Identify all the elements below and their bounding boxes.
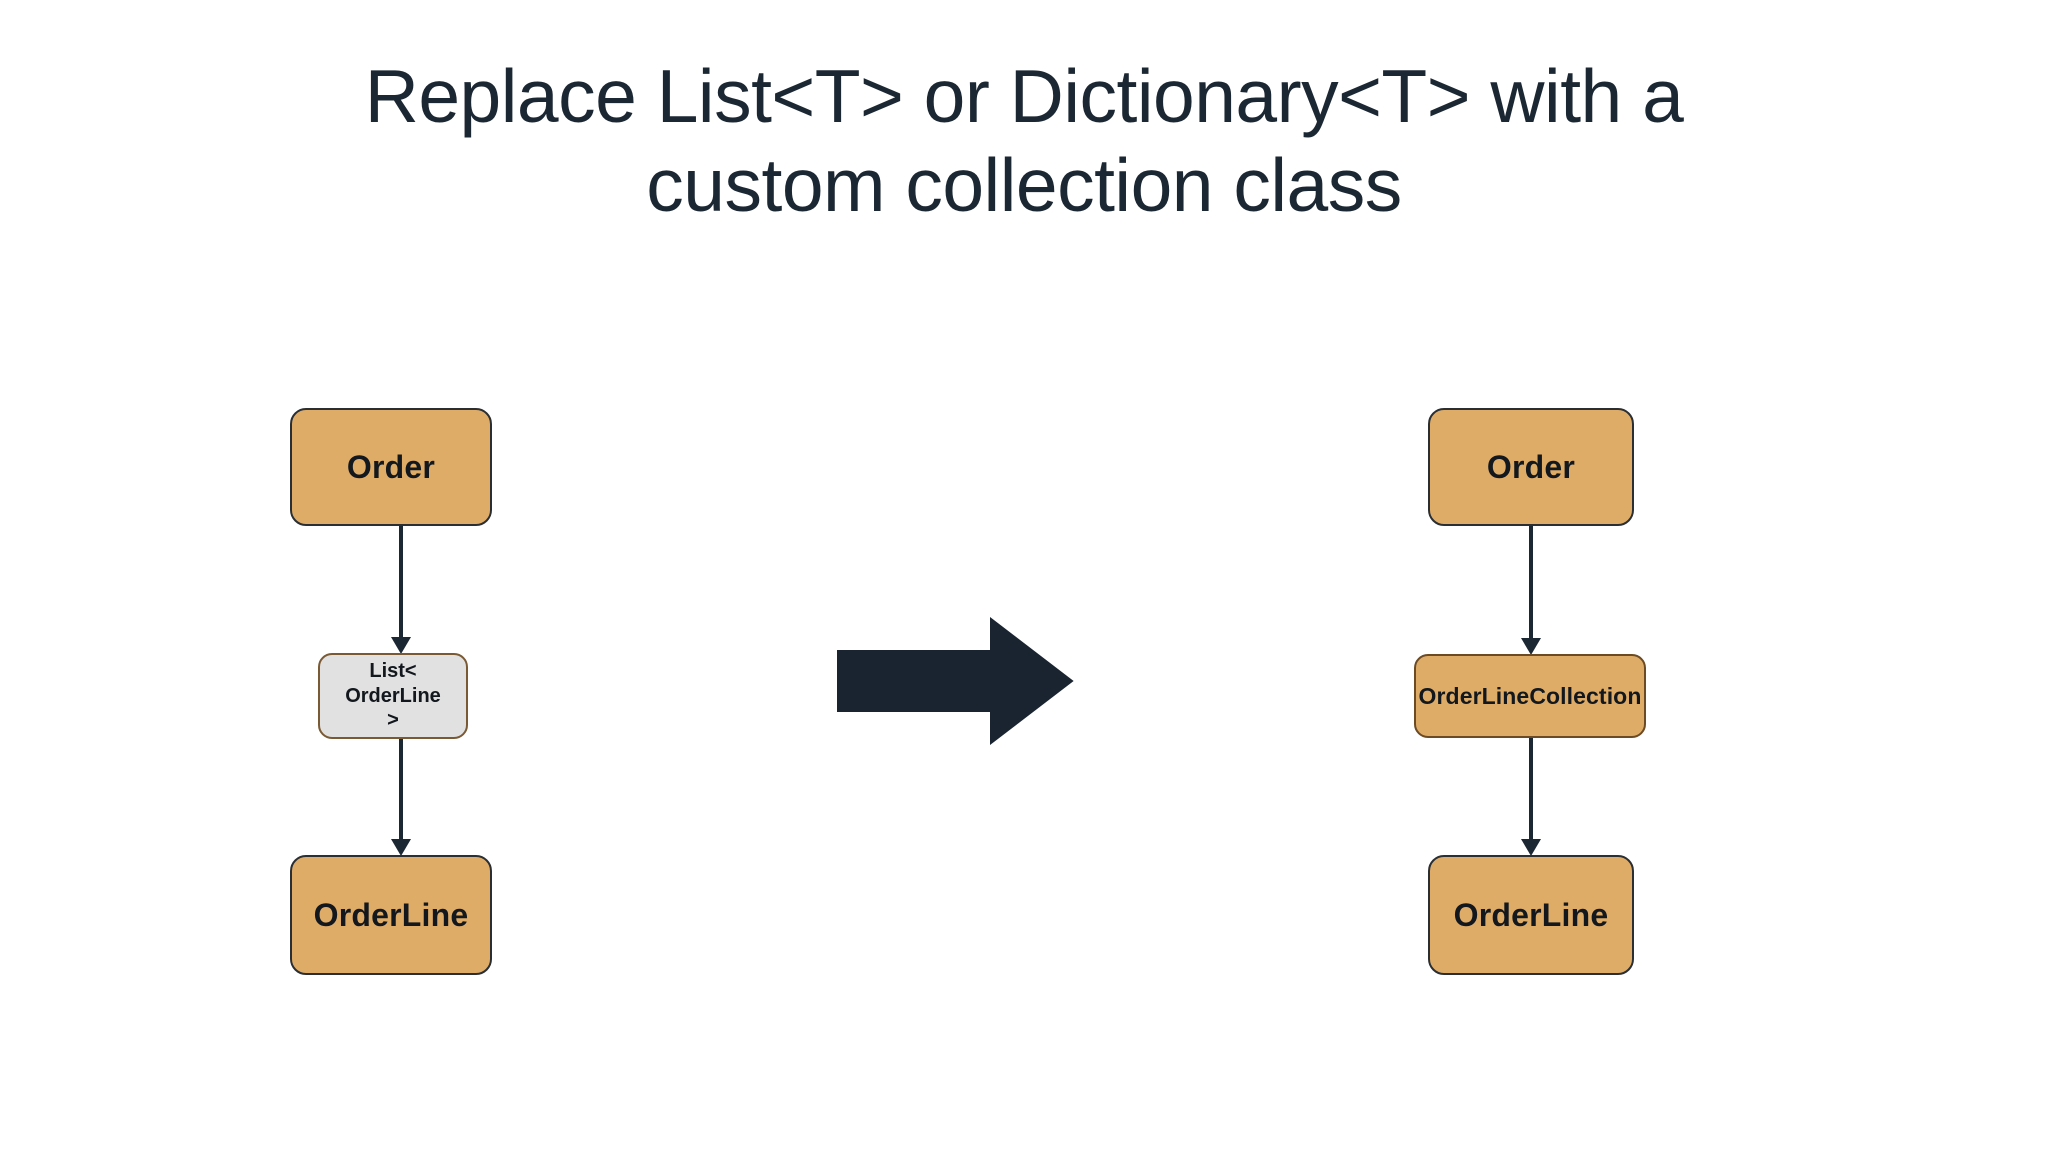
arrowhead-icon bbox=[1521, 638, 1541, 655]
node-order-after[interactable]: Order bbox=[1428, 408, 1634, 526]
node-order-before[interactable]: Order bbox=[290, 408, 492, 526]
node-list-of-orderline[interactable]: List< OrderLine > bbox=[318, 653, 468, 739]
edge-line bbox=[399, 739, 403, 840]
arrowhead-icon bbox=[391, 839, 411, 856]
slide-title: Replace List<T> or Dictionary<T> with a … bbox=[364, 54, 1684, 227]
edge-line bbox=[399, 526, 403, 638]
arrowhead-icon bbox=[391, 637, 411, 654]
edge-list-to-orderline bbox=[391, 739, 411, 856]
edge-line bbox=[1529, 526, 1533, 639]
edge-order-to-collection bbox=[1521, 526, 1541, 655]
node-orderline-before[interactable]: OrderLine bbox=[290, 855, 492, 975]
node-orderline-after[interactable]: OrderLine bbox=[1428, 855, 1634, 975]
right-arrow-icon bbox=[836, 617, 1074, 745]
edge-collection-to-orderline bbox=[1521, 738, 1541, 856]
arrowhead-icon bbox=[1521, 839, 1541, 856]
node-orderlinecollection[interactable]: OrderLineCollection bbox=[1414, 654, 1646, 738]
edge-order-to-list bbox=[391, 526, 411, 654]
edge-line bbox=[1529, 738, 1533, 840]
